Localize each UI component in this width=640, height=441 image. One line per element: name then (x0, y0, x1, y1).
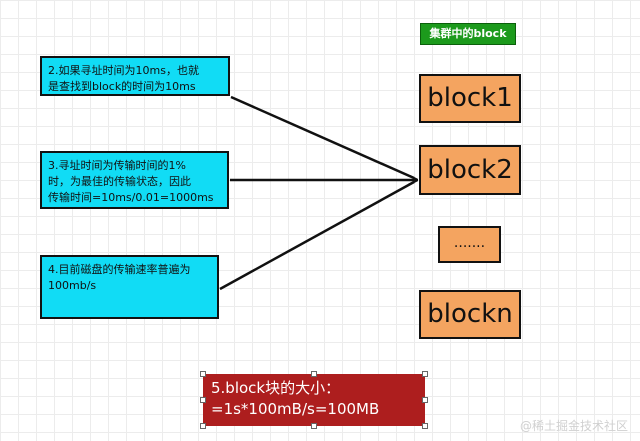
block-size-line: =1s*100mB/s=100MB (211, 400, 380, 418)
arrow-note3-to-block2 (219, 180, 415, 291)
note-line: 2.如果寻址时间为10ms，也就 (48, 64, 199, 77)
note-addressing-time: 2.如果寻址时间为10ms，也就 是查找到block的时间为10ms (40, 56, 230, 96)
selection-handle[interactable] (422, 371, 428, 377)
note-line: 4.目前磁盘的传输速率普遍为 (48, 263, 191, 276)
note-line: 时，为最佳的传输状态，因此 (48, 175, 191, 188)
block-size-line: 5.block块的大小： (211, 379, 341, 397)
block-1: block1 (419, 74, 521, 123)
selection-handle[interactable] (422, 397, 428, 403)
note-line: 3.寻址时间为传输时间的1% (48, 159, 186, 172)
selection-handle[interactable] (311, 423, 317, 429)
note-line: 100mb/s (48, 279, 97, 292)
selection-handle[interactable] (200, 423, 206, 429)
selection-handle[interactable] (422, 423, 428, 429)
note-line: 是查找到block的时间为10ms (48, 80, 196, 93)
arrow-note1-to-block2 (230, 95, 415, 180)
selection-handle[interactable] (200, 397, 206, 403)
block-ellipsis: ....... (438, 226, 501, 263)
cluster-label: 集群中的block (420, 23, 516, 45)
watermark: @稀土掘金技术社区 (519, 419, 628, 433)
selection-handle[interactable] (311, 371, 317, 377)
note-transfer-rate: 4.目前磁盘的传输速率普遍为 100mb/s (40, 255, 219, 319)
block-size-box: 5.block块的大小： =1s*100mB/s=100MB (203, 374, 425, 426)
block-n: blockn (419, 290, 521, 339)
selection-handle[interactable] (200, 371, 206, 377)
note-transfer-time: 3.寻址时间为传输时间的1% 时，为最佳的传输状态，因此 传输时间=10ms/0… (40, 151, 229, 209)
note-line: 传输时间=10ms/0.01=1000ms (48, 191, 214, 204)
block-2: block2 (419, 145, 521, 195)
